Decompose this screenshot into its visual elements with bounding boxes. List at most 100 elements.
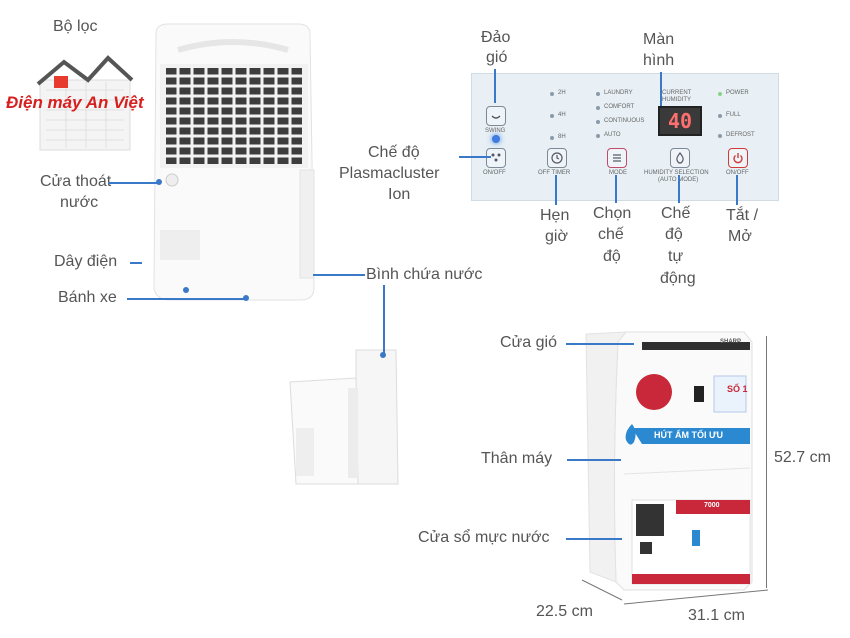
leader-wheels-dot	[243, 295, 249, 301]
leader-mode	[615, 175, 617, 203]
timer-8h-text: 8H	[558, 134, 566, 140]
onoff-left-text: ON/OFF	[483, 170, 506, 176]
leader-tank-v	[383, 285, 385, 355]
label-screen-l2: hình	[643, 52, 675, 69]
label-auto-l1: Chế	[661, 205, 691, 222]
dehumidifier-back-view	[148, 20, 323, 302]
led-full	[718, 114, 722, 118]
leader-cord	[130, 262, 142, 264]
label-depth: 22.5 cm	[536, 603, 593, 620]
defrost-text: DEFROST	[726, 132, 755, 138]
humidity-label-text: HUMIDITY	[662, 97, 691, 103]
label-mode-l2: chế	[598, 226, 624, 243]
label-power-l1: Tắt /	[726, 207, 759, 224]
leader-window	[566, 538, 622, 540]
dimension-depth-line	[581, 579, 623, 601]
leader-tank-h	[313, 274, 365, 276]
power-text: POWER	[726, 90, 749, 96]
leader-plasma	[459, 156, 491, 158]
front-banner-text: HÚT ẨM TỐI ƯU	[654, 430, 723, 440]
led-power	[718, 92, 722, 96]
comfort-text: COMFORT	[604, 104, 635, 110]
brand-logo: Điện máy An Việt	[6, 93, 144, 113]
front-pci-text: 7000	[704, 502, 720, 509]
mode-button[interactable]	[607, 148, 627, 168]
label-drain-line2: nước	[60, 194, 99, 211]
laundry-text: LAUNDRY	[604, 90, 633, 96]
led-comfort	[596, 106, 600, 110]
swing-indicator	[492, 135, 500, 143]
led-continuous	[596, 120, 600, 124]
mode-text: MODE	[609, 170, 627, 176]
dehumidifier-front-view	[584, 328, 756, 596]
humidity-selection-text: HUMIDITY SELECTION	[644, 170, 709, 176]
label-swing-l2: gió	[486, 49, 508, 66]
humidity-display: 40	[658, 106, 702, 136]
label-power-l2: Mở	[728, 228, 752, 245]
label-swing-l1: Đảo	[481, 29, 511, 46]
water-tank-image	[286, 348, 406, 488]
leader-auto	[678, 175, 680, 203]
timer-4h-text: 4H	[558, 112, 566, 118]
leader-wheels	[127, 298, 245, 300]
control-panel: SWING ON/OFF 2H 4H 8H LAUNDRY COMFORT CO…	[471, 73, 779, 201]
leader-body	[567, 459, 621, 461]
label-vent: Cửa gió	[500, 334, 557, 351]
label-timer-l2: giờ	[545, 228, 568, 245]
leader-tank-dot	[380, 352, 386, 358]
humidity-button[interactable]	[670, 148, 690, 168]
menu-icon	[613, 154, 621, 162]
led-8h	[550, 136, 554, 140]
label-auto-l2: độ	[665, 226, 683, 243]
power-icon	[733, 153, 743, 164]
label-power-cord: Dây điện	[54, 253, 118, 270]
timer-text: OFF TIMER	[538, 170, 571, 176]
dimension-width-line	[623, 589, 769, 605]
continuous-text: CONTINUOUS	[604, 118, 645, 124]
swing-text: SWING	[485, 128, 506, 134]
label-plasma-l2: Plasmacluster	[339, 165, 440, 182]
front-sharp-text: SHARP	[720, 339, 742, 345]
led-4h	[550, 114, 554, 118]
label-auto-l3: tự	[668, 248, 684, 265]
label-plasma-l1: Chế độ	[368, 144, 420, 161]
leader-screen	[660, 72, 662, 106]
label-drain-line1: Cửa thoát	[40, 173, 112, 190]
onoff-right-text: ON/OFF	[726, 170, 749, 176]
brand-logo-text: Điện máy	[6, 93, 82, 112]
droplet-icon	[676, 152, 684, 164]
led-laundry	[596, 92, 600, 96]
clock-icon	[551, 152, 563, 164]
power-button[interactable]	[728, 148, 748, 168]
plasmacluster-icon	[491, 153, 501, 162]
label-mode-l3: độ	[603, 248, 621, 265]
label-mode-l1: Chọn	[593, 205, 632, 222]
label-wheels: Bánh xe	[58, 289, 117, 306]
label-water-window: Cửa sổ mực nước	[418, 529, 550, 546]
label-screen-l1: Màn	[643, 31, 675, 48]
leader-drain-dot	[156, 179, 162, 185]
leader-power	[736, 175, 738, 205]
timer-button[interactable]	[547, 148, 567, 168]
swing-button[interactable]	[486, 106, 506, 126]
leader-vent	[566, 343, 634, 345]
label-auto-l4: động	[660, 270, 696, 287]
leader-drain	[108, 182, 158, 184]
leader-swing	[494, 69, 496, 103]
label-filter: Bộ lọc	[53, 18, 98, 35]
swing-icon	[491, 115, 501, 119]
led-2h	[550, 92, 554, 96]
leader-wheels-dot2	[183, 287, 189, 293]
timer-2h-text: 2H	[558, 90, 566, 96]
current-text: CURRENT	[662, 90, 692, 96]
led-auto	[596, 134, 600, 138]
auto-text: AUTO	[604, 132, 621, 138]
label-body: Thân máy	[481, 450, 553, 467]
label-plasma-l3: Ion	[388, 186, 411, 203]
plasmacluster-button[interactable]	[486, 148, 506, 168]
label-height: 52.7 cm	[774, 449, 831, 466]
full-text: FULL	[726, 112, 741, 118]
brand-logo-accent: An Việt	[85, 93, 144, 112]
front-so1-text: SỐ 1	[727, 384, 748, 394]
label-water-tank: Bình chứa nước	[366, 266, 483, 283]
